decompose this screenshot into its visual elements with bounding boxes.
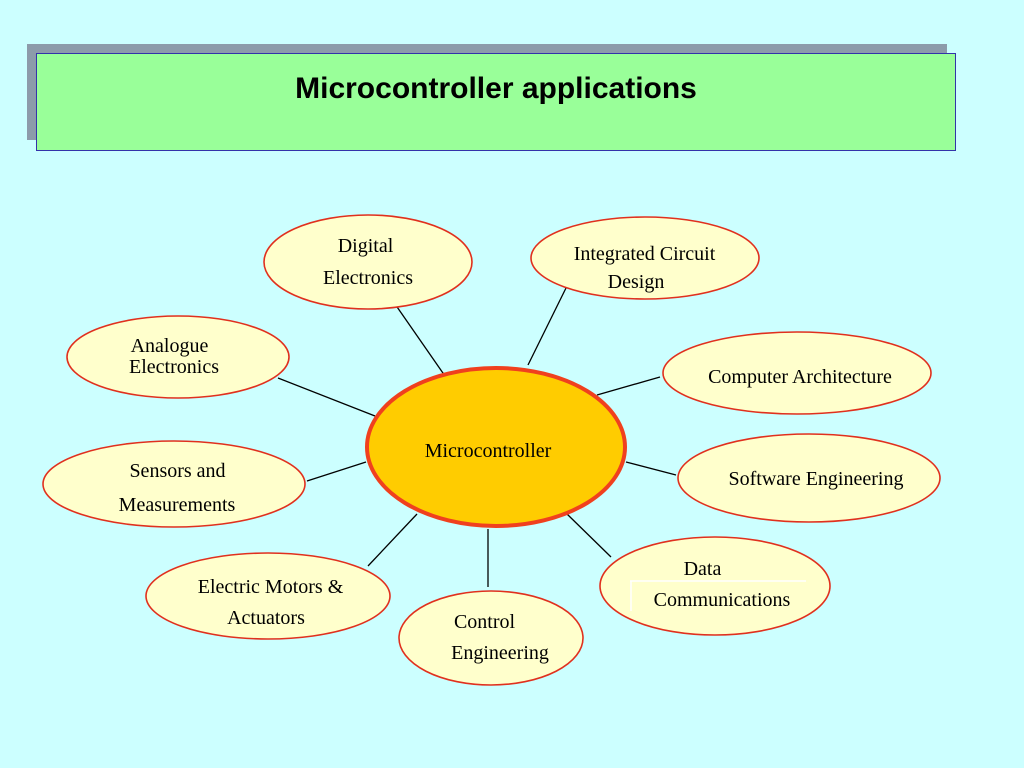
page-title: Microcontroller applications (295, 72, 697, 105)
node-integrated-circuit-design: Integrated Circuit Design (530, 216, 760, 300)
svg-text:Sensors and Measuremen: Sensors and Measurements (119, 460, 236, 516)
node-label-line: Control (454, 611, 516, 633)
node-label-line: Engineering (451, 642, 549, 664)
svg-text:Integrated Circuit Des: Integrated Circuit Design (574, 243, 721, 293)
node-ellipse (66, 315, 290, 399)
connector-sensors-and-measurements (306, 461, 367, 482)
node-label-line: Data (684, 558, 722, 580)
node-digital-electronics: Digital Electronics (263, 214, 473, 310)
node-label-line: Software Engineering (729, 468, 904, 490)
node-computer-architecture: Computer Architecture (662, 331, 932, 415)
center-label: Microcontroller (425, 440, 552, 462)
svg-text:Computer Architecture: Computer Architecture (708, 366, 892, 388)
node-label-line: Electronics (323, 267, 413, 289)
svg-text:Data Communications: Data Communications (654, 558, 791, 611)
center-node: Microcontroller (365, 366, 627, 528)
node-label-line: Actuators (227, 607, 305, 629)
node-label-line: Electric Motors & (198, 576, 344, 598)
node-ellipse (677, 433, 941, 523)
node-ellipse (42, 440, 306, 528)
node-control-engineering: Control Engineering (398, 590, 584, 686)
connector-computer-architecture (596, 376, 661, 396)
node-ellipse (398, 590, 584, 686)
node-ellipse (530, 216, 760, 300)
node-software-engineering: Software Engineering (677, 433, 941, 523)
nodes: Digital Electronics Integrated Circuit D… (42, 214, 941, 686)
svg-text:Digital Electronics: Digital Electronics (323, 235, 413, 289)
connector-integrated-circuit-design (527, 287, 567, 366)
node-analogue-electronics: Analogue Electronics (66, 315, 290, 399)
connector-data-communications (566, 513, 612, 558)
node-label-line: Analogue (131, 335, 209, 357)
node-ellipse (145, 552, 391, 640)
svg-text:Electric Motors & Actu: Electric Motors & Actuators (198, 576, 349, 629)
title-banner: Microcontroller applications (36, 53, 956, 151)
node-label-line: Electronics (129, 356, 219, 378)
node-electric-motors-actuators: Electric Motors & Actuators (145, 552, 391, 640)
connector-analogue-electronics (277, 377, 376, 417)
svg-text:Software Engineering: Software Engineering (729, 468, 904, 490)
node-label-line: Sensors and (129, 460, 225, 482)
svg-text:Control Engineering: Control Engineering (451, 611, 549, 664)
center-ellipse (365, 366, 627, 528)
node-label-line: Computer Architecture (708, 366, 892, 388)
node-label-line: Digital (338, 235, 394, 257)
node-label-line: Design (608, 271, 665, 293)
connectors (277, 287, 677, 587)
connector-software-engineering (625, 461, 677, 476)
connector-electric-motors-actuators (367, 513, 418, 567)
node-ellipse (599, 536, 831, 636)
node-ellipse (263, 214, 473, 310)
svg-text:Analogue Electronics: Analogue Electronics (129, 335, 219, 378)
node-label-line: Communications (654, 589, 791, 611)
node-data-communications: Data Communications (599, 536, 831, 636)
node-label-line: Measurements (119, 494, 236, 516)
node-sensors-and-measurements: Sensors and Measurements (42, 440, 306, 528)
node-ellipse (662, 331, 932, 415)
node-label-line: Integrated Circuit (574, 243, 716, 265)
connector-digital-electronics (394, 303, 446, 377)
